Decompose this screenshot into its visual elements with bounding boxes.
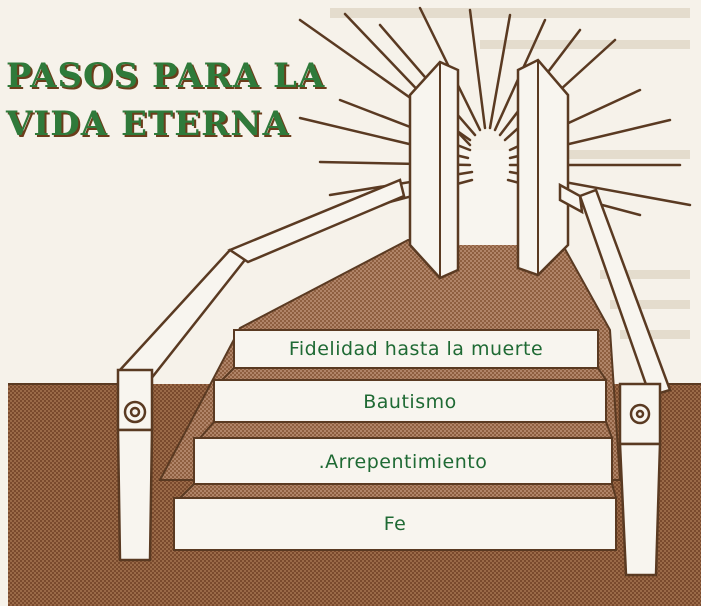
step-label-faith: Fe <box>383 513 407 535</box>
left-door <box>408 60 460 280</box>
step-label-repentance: .Arrepentimiento <box>318 451 488 473</box>
steps <box>173 329 618 551</box>
step-label-faithfulness: Fidelidad hasta la muerte <box>288 338 544 360</box>
title-line-1: PASOS PARA LA <box>6 56 326 96</box>
right-door <box>516 58 570 277</box>
right-banister <box>558 182 672 577</box>
step-label-baptism: Bautismo <box>363 391 457 413</box>
page-title: PASOS PARA LA VIDA ETERNA <box>6 52 325 148</box>
background-texture <box>330 8 690 339</box>
title-line-2: VIDA ETERNA <box>6 104 290 144</box>
left-banister <box>116 178 406 562</box>
